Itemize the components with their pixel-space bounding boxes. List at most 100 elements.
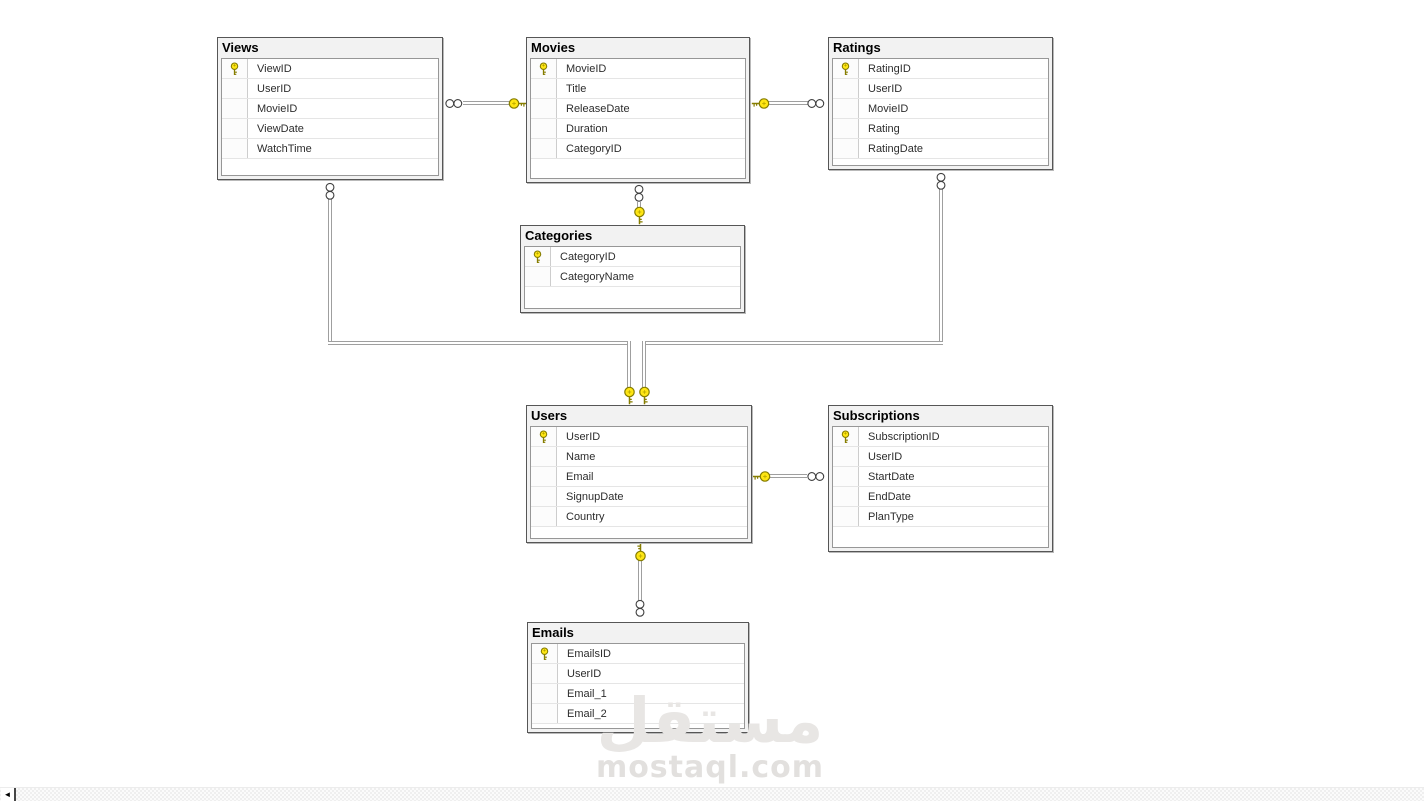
table-row[interactable]: UserID [531,427,747,447]
table-row[interactable]: UserID [833,447,1048,467]
column-name: ReleaseDate [566,102,630,115]
key-one-icon[interactable] [752,470,771,483]
key-cell [222,59,248,78]
table-row[interactable]: Email [531,467,747,487]
table-row[interactable]: CategoryID [531,139,745,159]
table-window[interactable]: Emails EmailsID UserID Email_1 Email_2 [527,622,749,733]
table-window[interactable]: Views ViewID UserID MovieID ViewDate Wat… [217,37,443,180]
relationship-line[interactable] [328,341,631,345]
relationship-line[interactable] [637,202,641,208]
relationship-line[interactable] [463,101,511,105]
table-title[interactable]: Subscriptions [833,408,920,423]
key-cell [532,684,558,703]
table-window[interactable]: Ratings RatingID UserID MovieID Rating R… [828,37,1053,170]
table-row[interactable]: Email_1 [532,684,744,704]
relationship-line[interactable] [768,101,808,105]
table-row[interactable]: Country [531,507,747,527]
key-cell [833,487,859,506]
key-cell [532,704,558,723]
column-name: CategoryID [560,250,616,263]
column-name: Email [566,470,594,483]
table-row[interactable]: MovieID [531,59,745,79]
table-row[interactable]: Duration [531,119,745,139]
relationship-line[interactable] [627,341,631,390]
column-name: StartDate [868,470,915,483]
key-one-icon[interactable] [751,97,770,110]
table-column-list: MovieID Title ReleaseDate Duration Categ… [530,58,746,179]
many-infinity-icon[interactable] [325,181,336,201]
column-name: RatingDate [868,142,924,155]
table-row[interactable]: MovieID [833,99,1048,119]
table-row[interactable]: ViewID [222,59,438,79]
key-icon [533,249,542,263]
table-row[interactable]: Name [531,447,747,467]
key-icon [539,61,548,75]
key-one-icon[interactable] [638,386,651,405]
column-name: MovieID [868,102,909,115]
table-row[interactable]: UserID [222,79,438,99]
key-cell [532,664,558,683]
table-column-list: CategoryID CategoryName [524,246,741,309]
key-icon [539,429,548,443]
horizontal-scrollbar[interactable]: ◄ [0,787,1424,801]
table-row[interactable]: MovieID [222,99,438,119]
table-row[interactable]: WatchTime [222,139,438,159]
table-title[interactable]: Users [531,408,568,423]
table-row[interactable]: StartDate [833,467,1048,487]
key-one-icon[interactable] [634,543,647,562]
relationship-line[interactable] [328,199,332,345]
table-column-list: EmailsID UserID Email_1 Email_2 [531,643,745,729]
key-one-icon[interactable] [623,386,636,405]
table-title[interactable]: Categories [525,228,593,243]
table-window[interactable]: Movies MovieID Title ReleaseDate Duratio… [526,37,750,183]
table-row[interactable]: SignupDate [531,487,747,507]
table-title[interactable]: Ratings [833,40,881,55]
key-icon [230,61,239,75]
table-row[interactable]: CategoryName [525,267,740,287]
table-row[interactable]: Title [531,79,745,99]
relationship-line[interactable] [638,560,642,602]
relationship-line[interactable] [769,474,807,478]
many-infinity-icon[interactable] [806,98,826,109]
table-row[interactable]: ReleaseDate [531,99,745,119]
column-name: MovieID [566,62,607,75]
table-row[interactable]: ViewDate [222,119,438,139]
table-window[interactable]: Users UserID Name Email SignupDate Count… [526,405,752,543]
table-row[interactable]: EmailsID [532,644,744,664]
table-row[interactable]: EndDate [833,487,1048,507]
many-infinity-icon[interactable] [806,471,826,482]
table-row[interactable]: UserID [833,79,1048,99]
relationship-line[interactable] [642,341,943,345]
table-column-list: RatingID UserID MovieID Rating RatingDat… [832,58,1049,166]
table-row[interactable]: Rating [833,119,1048,139]
table-title[interactable]: Movies [531,40,576,55]
table-title[interactable]: Emails [532,625,574,640]
table-title[interactable]: Views [222,40,259,55]
column-name: WatchTime [257,142,312,155]
column-name: CategoryName [560,270,634,283]
table-row[interactable]: SubscriptionID [833,427,1048,447]
key-cell [531,139,557,158]
key-cell [531,99,557,118]
table-row[interactable]: RatingDate [833,139,1048,159]
many-infinity-icon[interactable] [444,98,464,109]
table-row[interactable]: PlanType [833,507,1048,527]
many-infinity-icon[interactable] [634,183,645,203]
many-infinity-icon[interactable] [936,171,947,191]
column-name: Rating [868,122,900,135]
key-one-icon[interactable] [508,97,527,110]
relationship-line[interactable] [939,189,943,345]
table-row[interactable]: UserID [532,664,744,684]
column-name: ViewID [257,62,292,75]
many-infinity-icon[interactable] [635,598,646,618]
table-row[interactable]: Email_2 [532,704,744,724]
relationship-line[interactable] [642,341,646,390]
key-one-icon[interactable] [633,206,646,225]
left-arrow-icon[interactable]: ◄ [1,788,14,801]
table-window[interactable]: Subscriptions SubscriptionID UserID Star… [828,405,1053,552]
key-cell [531,427,557,446]
table-window[interactable]: Categories CategoryID CategoryName [520,225,745,313]
table-row[interactable]: CategoryID [525,247,740,267]
table-row[interactable]: RatingID [833,59,1048,79]
